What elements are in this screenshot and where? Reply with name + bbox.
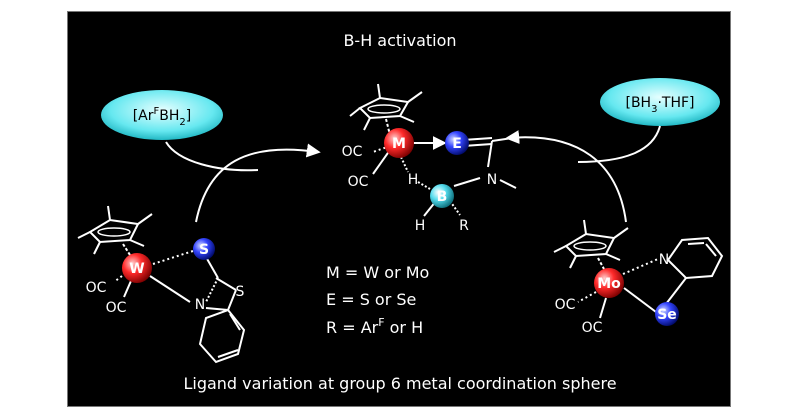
right-complex xyxy=(553,219,724,319)
right-metal-atom xyxy=(594,268,624,298)
center-co2-label: OC xyxy=(348,174,369,190)
scheme-caption: Ligand variation at group 6 metal coordi… xyxy=(183,374,616,393)
reagent-left: [ArFBH2] xyxy=(101,90,223,140)
left-co2-label: OC xyxy=(106,300,127,316)
legend-m: M = W or Mo xyxy=(326,263,429,282)
left-complex xyxy=(77,205,246,364)
center-metal-atom xyxy=(384,128,414,158)
arrow-right-reagent xyxy=(577,125,661,163)
legend-e: E = S or Se xyxy=(326,290,416,309)
arrow-left-reagent xyxy=(165,141,259,172)
legend-r: R = ArF or H xyxy=(326,316,423,337)
center-chalcogen-atom xyxy=(445,131,469,155)
center-boron-label: B xyxy=(437,189,448,205)
reagent-right: [BH3·THF] xyxy=(600,78,720,126)
left-metal-atom xyxy=(122,253,152,283)
arrow-right xyxy=(505,130,627,223)
right-co2-label: OC xyxy=(582,320,603,336)
left-sulfur-atom xyxy=(193,238,215,260)
right-co1-label: OC xyxy=(555,297,576,313)
left-s2-label: S xyxy=(236,284,245,300)
center-boron-atom xyxy=(430,184,454,208)
legend: M = W or Mo E = S or Se R = ArF or H xyxy=(326,263,429,337)
svg-text:[ArFBH2]: [ArFBH2] xyxy=(133,106,192,128)
right-n-label: N xyxy=(659,252,669,268)
arrow-left xyxy=(195,143,321,223)
left-s1-label: S xyxy=(199,242,209,258)
left-n-label: N xyxy=(195,297,205,313)
center-n-label: N xyxy=(487,172,497,188)
scheme-panel: B-H activation [ArFBH2] [BH3·THF] xyxy=(67,11,731,407)
left-co1-label: OC xyxy=(86,280,107,296)
svg-text:[BH3·THF]: [BH3·THF] xyxy=(625,95,694,115)
reaction-scheme: B-H activation [ArFBH2] [BH3·THF] xyxy=(77,31,724,393)
center-chalcogen-label: E xyxy=(452,136,462,152)
center-co1-label: OC xyxy=(342,144,363,160)
center-complex xyxy=(349,83,517,217)
left-metal-label: W xyxy=(129,261,144,277)
right-metal-label: Mo xyxy=(597,276,621,292)
center-h2-label: H xyxy=(415,218,426,234)
center-metal-label: M xyxy=(392,136,406,152)
scheme-title: B-H activation xyxy=(343,31,456,50)
center-h1-label: H xyxy=(408,172,419,188)
right-se-label: Se xyxy=(657,307,677,323)
center-r-label: R xyxy=(459,218,469,234)
right-selenium-atom xyxy=(655,302,679,326)
reaction-arrows xyxy=(165,125,661,223)
